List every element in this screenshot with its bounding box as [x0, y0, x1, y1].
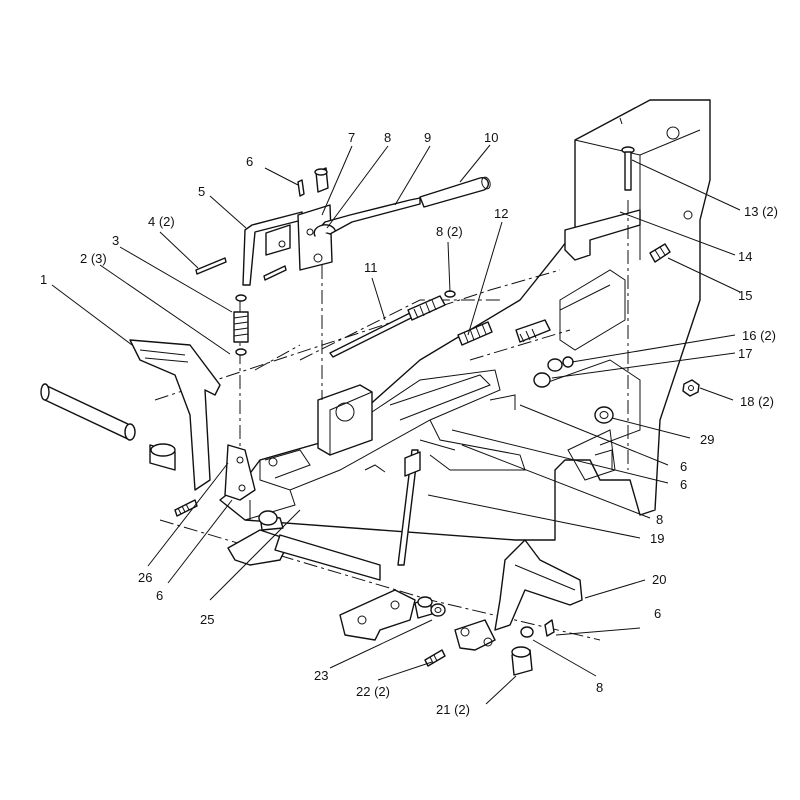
shaft-part-1 [40, 383, 176, 471]
callout-6-right-a: 6 [680, 459, 687, 474]
callout-3: 3 [112, 233, 119, 248]
callout-29: 29 [700, 432, 714, 447]
callout-16: 16 (2) [742, 328, 776, 343]
callout-6-top: 6 [246, 154, 253, 169]
spring-part-15 [649, 243, 671, 263]
callout-5: 5 [198, 184, 205, 199]
callout-2: 2 (3) [80, 251, 107, 266]
callout-6-left: 6 [156, 588, 163, 603]
callout-17: 17 [738, 346, 752, 361]
linkage-rod-part-5 [242, 211, 303, 286]
washer-part-8-lower [430, 603, 446, 617]
callout-8-top: 8 [384, 130, 391, 145]
callout-8-bottom: 8 [596, 680, 603, 695]
callout-13: 13 (2) [744, 204, 778, 219]
callout-1: 1 [40, 272, 47, 287]
bushing-part-16-17 [515, 319, 574, 388]
callout-11: 11 [364, 260, 378, 275]
callout-26: 26 [138, 570, 152, 585]
bolt-part-13 [621, 146, 635, 191]
callout-12: 12 [494, 206, 508, 221]
bolt-part-26-screw [174, 499, 198, 517]
callout-8-right: 8 [656, 512, 663, 527]
callout-15: 15 [738, 288, 752, 303]
nut-part-18 [682, 379, 700, 397]
callout-8-2: 8 (2) [436, 224, 463, 239]
callout-23: 23 [314, 668, 328, 683]
callout-6-right-b: 6 [680, 477, 687, 492]
arm-part-26 [224, 444, 256, 501]
callout-labels: 1 2 (3) 3 4 (2) 5 6 7 8 9 10 11 8 (2) 12… [40, 130, 778, 717]
callout-22: 22 (2) [356, 684, 390, 699]
callout-25: 25 [200, 612, 214, 627]
rod-part-19 [397, 449, 421, 566]
main-frame [219, 99, 711, 541]
pedal-part-20 [494, 539, 583, 631]
pedal-part-1 [129, 339, 221, 491]
bracket-part-23 [339, 589, 433, 641]
callout-4: 4 (2) [148, 214, 175, 229]
arm-part-21 [454, 619, 555, 676]
callout-10: 10 [484, 130, 498, 145]
callout-18: 18 (2) [740, 394, 774, 409]
callout-6-bottom: 6 [654, 606, 661, 621]
callout-9: 9 [424, 130, 431, 145]
pin-part-6-top [297, 179, 305, 197]
callout-21: 21 (2) [436, 702, 470, 717]
bracket-part-7 [297, 204, 333, 271]
rod-part-11 [329, 290, 456, 358]
mounting-plate [317, 384, 373, 456]
leader-lines [51, 144, 741, 705]
spring-part-3 [233, 294, 249, 356]
callout-19: 19 [650, 531, 664, 546]
lever-part-25 [227, 510, 381, 581]
hub-part-29 [594, 406, 614, 424]
bolt-part-screw [314, 167, 329, 193]
grip-part-10 [419, 176, 491, 208]
bracket-part-14 [564, 209, 641, 261]
pin-part-4 [195, 257, 287, 281]
callout-7: 7 [348, 130, 355, 145]
callout-20: 20 [652, 572, 666, 587]
spring-part-12 [457, 321, 493, 346]
callout-14: 14 [738, 249, 752, 264]
